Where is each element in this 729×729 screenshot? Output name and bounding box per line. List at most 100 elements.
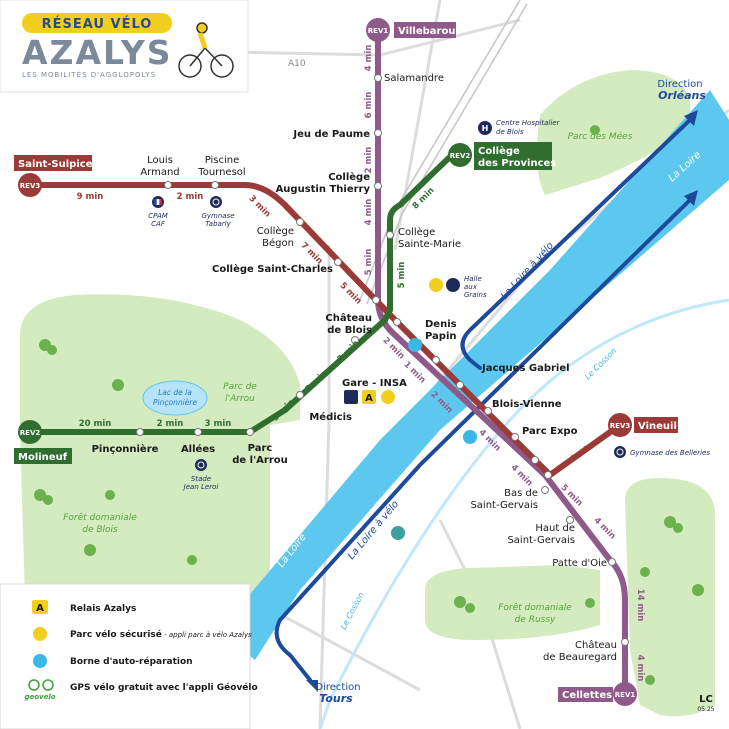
bike-park-icon [33, 627, 47, 641]
time-r1-c: 2 min [364, 147, 374, 174]
time-r1-j: 4 min [508, 463, 534, 489]
legend-panel: A Relais Azalys Parc vélo sécurisé - app… [0, 583, 258, 729]
train-icon [344, 390, 358, 404]
rev3-west-terminus: REV3 Saint-Sulpice [14, 155, 93, 197]
legend-relais: Relais Azalys [70, 604, 136, 614]
rev1-end-south: Cellettes [562, 690, 612, 701]
station-labels: Salamandre Jeu de Paume Collège Augustin… [92, 73, 617, 663]
legend-parc-velo-note: - appli parc à vélo Azalys [162, 631, 252, 639]
rev3-end-east: Vineuil [638, 421, 677, 432]
credit-mark: LC [699, 694, 713, 705]
ball-icon [210, 196, 222, 208]
station-bas-sg-1: Bas de [504, 488, 538, 499]
direction-orleans-2: Orléans [658, 89, 706, 102]
label-parc-mees: Parc des Mées [568, 131, 633, 142]
station-denis-papin-1: Denis [425, 319, 457, 330]
time-r1-n: 4 min [635, 655, 645, 682]
label-foret-blois-2: de Blois [82, 525, 118, 535]
station-college-begon-2: Bégon [262, 237, 294, 249]
time-r3-f: 4 min [568, 442, 596, 466]
station-haut-sg-1: Haut de [535, 523, 575, 534]
arrow-tours [306, 680, 318, 692]
poi-cpam-1: CPAM [148, 212, 168, 220]
direction-orleans-1: Direction [657, 79, 702, 90]
legend-geovelo-word: geovelo [24, 693, 55, 701]
rev1-south-terminus: REV1 Cellettes [558, 682, 637, 706]
geovelo-icon [391, 526, 405, 540]
station-patte-oie: Patte d'Oie [552, 558, 607, 569]
time-r2-g: 2 min [157, 419, 184, 429]
rev2-west-terminus: REV2 Molineuf [14, 420, 72, 464]
label-parc-arrou-2: l'Arrou [225, 394, 255, 404]
logo-tagline: LES MOBILITÉS D'AGGLOPOLYS [22, 70, 156, 79]
station-parc-arrou-2: de l'Arrou [232, 455, 288, 466]
station-piscine-1: Piscine [205, 155, 240, 166]
line-rev2 [30, 149, 458, 435]
hospital-icon: H [482, 124, 489, 133]
relais-a-glyph: A [365, 393, 373, 404]
cosson-river [318, 298, 729, 729]
station-denis-papin-2: Papin [425, 331, 457, 342]
label-cosson-2: Le Cosson [339, 591, 366, 631]
loire-a-velo-route [274, 118, 692, 682]
loire-river [230, 90, 729, 660]
time-r1-e: 5 min [364, 249, 374, 276]
station-jeu-de-paume: Jeu de Paume [292, 129, 370, 140]
time-r2-d: 2 min [304, 369, 330, 395]
poi-gym-belleries: Gymnase des Belleries [614, 446, 710, 458]
station-piscine-2: Tournesol [197, 167, 245, 178]
time-r3-a: 9 min [77, 192, 104, 202]
station-jacques-gabriel: Jacques Gabriel [481, 363, 570, 374]
lac-pinconniere [142, 380, 208, 416]
bike-park-icon [381, 390, 395, 404]
time-r1-a: 4 min [364, 45, 374, 72]
credit-date: 05.25 [697, 706, 714, 713]
rev1-end-north: Villebarou [398, 26, 455, 37]
park-des-mees [536, 70, 690, 195]
legend-borne: Borne d'auto-réparation [70, 656, 193, 667]
time-r3-c: 3 min [246, 194, 272, 220]
repair-station-icon [408, 338, 422, 352]
arrow-orleans-2 [684, 190, 698, 206]
poi-stade: Stade Jean Leroi [182, 459, 219, 491]
station-allees: Allées [181, 443, 215, 455]
station-haut-sg-2: Saint-Gervais [507, 535, 575, 546]
poi-cpam: CPAM CAF [148, 196, 168, 228]
legend-parc-velo: Parc vélo sécurisé [70, 629, 162, 640]
repair-station-icon [33, 654, 47, 668]
time-r1-m: 14 min [635, 589, 645, 622]
poi-gym-tab-2: Tabarly [205, 220, 231, 228]
rev3-code-east: REV3 [610, 422, 631, 430]
park-east-big [625, 478, 715, 717]
station-chateau-blois-2: de Blois [327, 325, 372, 336]
park-west-big [20, 294, 300, 650]
legend-parc-velo-line: Parc vélo sécurisé - appli parc à vélo A… [70, 629, 252, 640]
legend-gps: GPS vélo gratuit avec l'appli Géovélo [70, 682, 258, 693]
poi-gym-tabarly: Gymnase Tabarly [201, 196, 235, 228]
geovelo-icon [28, 679, 54, 691]
label-foret-blois-1: Forêt domaniale [63, 512, 137, 523]
rev1-code-north: REV1 [368, 27, 389, 35]
poi-gym-tab-1: Gymnase [201, 212, 234, 220]
a10-label: A10 [288, 59, 306, 69]
station-louis-armand-2: Armand [140, 167, 179, 178]
poi-halle-1: Halle [464, 275, 482, 283]
logo-title: RÉSEAU VÉLO [42, 16, 153, 32]
time-r1-d: 4 min [364, 199, 374, 226]
station-parc-expo: Parc Expo [522, 426, 578, 437]
time-r3-b: 2 min [177, 192, 204, 202]
station-bas-sg-2: Saint-Gervais [470, 500, 538, 511]
time-r1-b: 6 min [364, 92, 374, 119]
poi-halle-grains: Halle aux Grains [429, 275, 487, 299]
label-parc-arrou-1: Parc de [223, 382, 257, 392]
station-gare-insa: Gare - INSA [342, 378, 407, 389]
arrow-orleans-1 [684, 110, 698, 126]
logo-panel: RÉSEAU VÉLO AZALYS LES MOBILITÉS D'AGGLO… [0, 0, 249, 93]
poi-stade-2: Jean Leroi [182, 483, 219, 491]
time-r2-b: 5 min [397, 262, 407, 289]
station-louis-armand-1: Louis [147, 155, 173, 166]
poi-gym-belleries-label: Gymnase des Belleries [630, 449, 710, 457]
relais-azalys-icon [362, 390, 376, 404]
poi-hospital-2: de Blois [496, 128, 524, 136]
direction-tours-2: Tours [319, 692, 353, 705]
